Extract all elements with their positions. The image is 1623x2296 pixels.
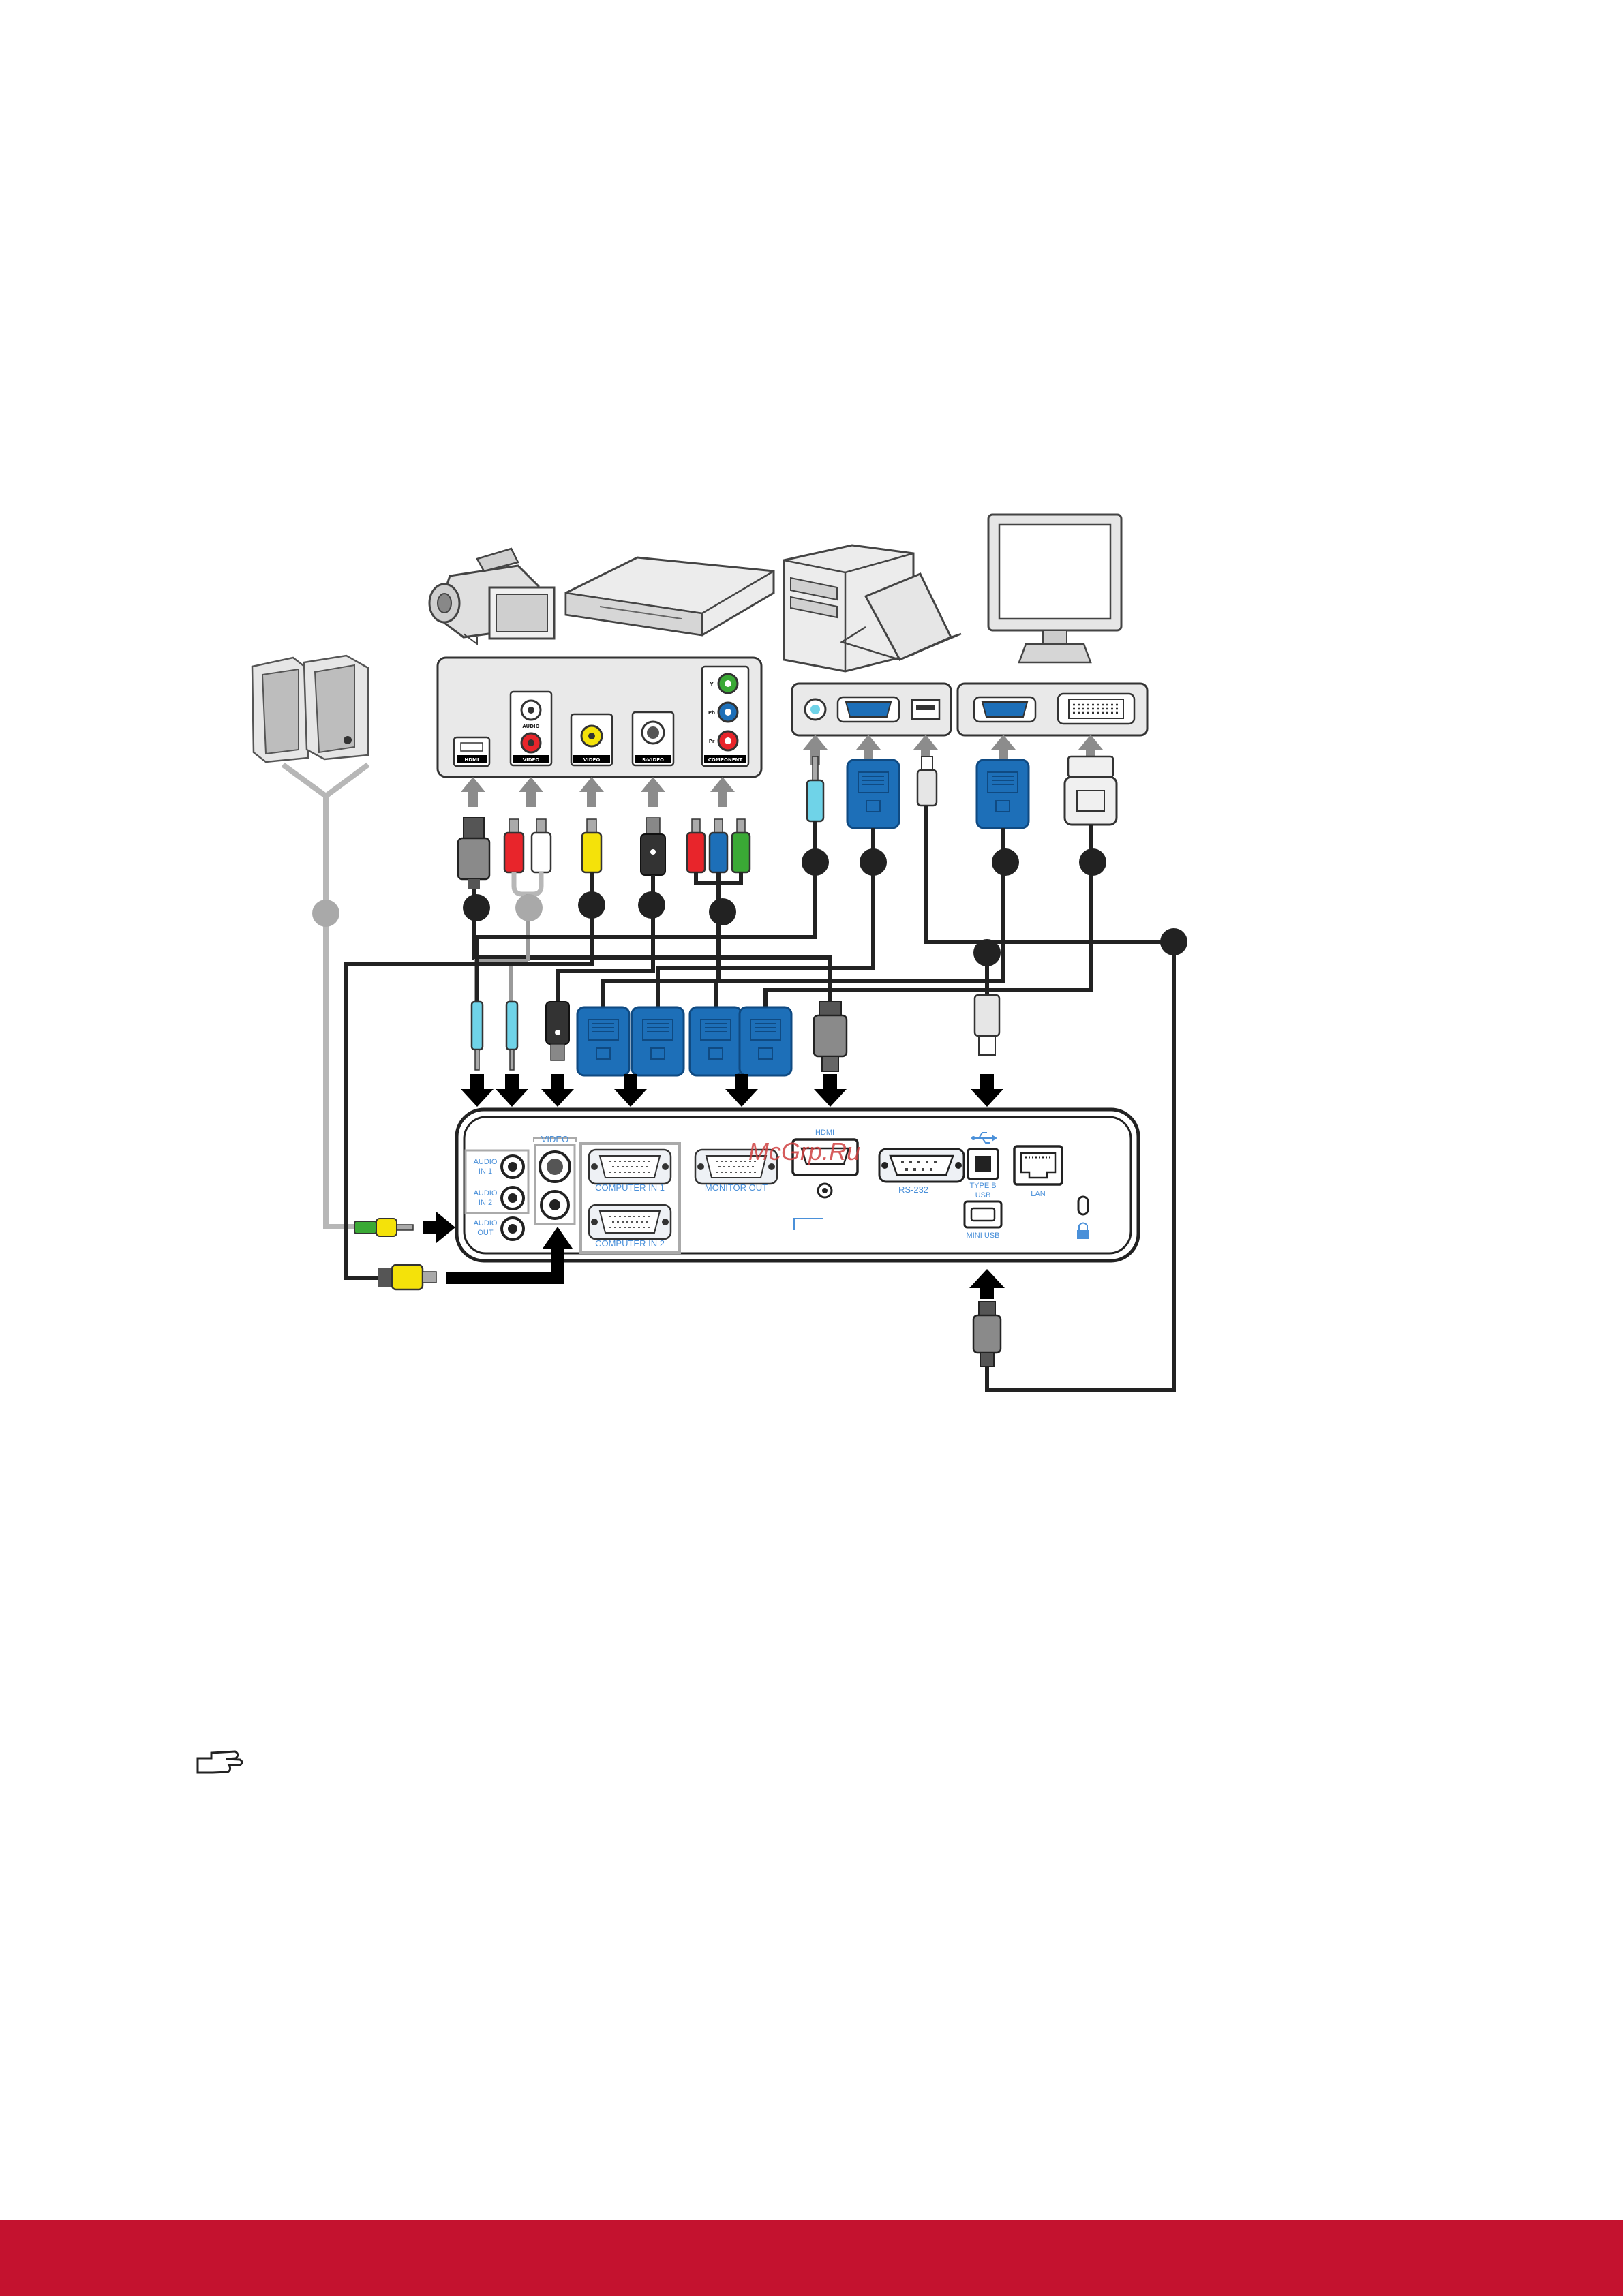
svideo-plug-top — [641, 818, 665, 875]
video-group-label: VIDEO — [541, 1134, 568, 1144]
hdmi-plug-top — [458, 818, 489, 889]
source-hdmi-label: HDMI — [464, 757, 479, 763]
source-component-label: COMPONENT — [708, 757, 743, 763]
callout-dots — [463, 848, 1187, 966]
source-audio-label: AUDIO — [522, 724, 539, 729]
component-pr-label: Pr — [709, 739, 715, 744]
vga-plug-bottom-2 — [632, 1007, 684, 1075]
audio-jack-plug-top — [807, 756, 823, 821]
monitor-port-panel — [958, 684, 1147, 735]
kensington-slot — [1078, 1197, 1088, 1214]
monitor-icon — [988, 515, 1121, 662]
source-video-label-1: VIDEO — [523, 757, 540, 763]
type-b-label-a: TYPE B — [969, 1182, 996, 1190]
computer-in-2-label: COMPUTER IN 2 — [595, 1238, 665, 1249]
mini-usb-plug — [973, 1302, 1001, 1366]
arrow-up-icon — [710, 777, 735, 807]
arrow-down-icon — [461, 1074, 494, 1107]
source-video-label-2: VIDEO — [583, 757, 601, 763]
speaker-jack-plug — [354, 1219, 413, 1236]
rs232-port — [879, 1149, 964, 1182]
vga-plug-bottom-3 — [690, 1007, 742, 1075]
note-hand-icon — [198, 1751, 242, 1773]
arrow-down-icon — [725, 1074, 758, 1107]
lan-label: LAN — [1031, 1190, 1045, 1198]
source-svideo-label: S-VIDEO — [642, 757, 664, 763]
mini-usb-port — [965, 1201, 1001, 1227]
arrow-down-icon — [971, 1074, 1003, 1107]
arrow-down-icon — [496, 1074, 528, 1107]
mini-usb-label: MINI USB — [967, 1231, 1000, 1240]
footer-bar — [0, 2220, 1623, 2296]
arrow-up-icon — [579, 777, 604, 807]
computer-in-1-label: COMPUTER IN 1 — [595, 1182, 665, 1193]
audio-in-1-label-a: AUDIO — [474, 1158, 498, 1166]
arrow-right-icon — [423, 1212, 455, 1243]
hdmi-plug-bottom — [814, 1002, 847, 1071]
pc-vga-port — [838, 697, 899, 722]
speakers-icon — [252, 656, 368, 762]
vga-plug-bottom-1 — [577, 1007, 629, 1075]
dvd-player-icon — [566, 557, 774, 635]
arrow-up-icon — [461, 777, 485, 807]
rca-yellow-plug-bottom — [378, 1265, 436, 1289]
rca-video-plug-top — [582, 819, 601, 872]
callout-dot — [312, 900, 339, 927]
mini-usb-up-arrow-icon — [969, 1269, 1005, 1299]
arrow-down-icon — [541, 1074, 574, 1107]
type-b-label-b: USB — [975, 1191, 991, 1199]
monitor-out-label: MONITOR OUT — [705, 1182, 768, 1193]
watermark-text: McGrp.Ru — [748, 1137, 860, 1165]
component-y-label: Y — [709, 682, 714, 687]
arrow-up-icon — [519, 777, 543, 807]
vga-plug-top — [847, 760, 899, 828]
audio-jack-plug-2 — [506, 1002, 517, 1070]
svideo-plug-bottom — [546, 1002, 569, 1060]
rs232-label: RS-232 — [898, 1184, 928, 1195]
camcorder-icon — [429, 549, 554, 644]
audio-in-1-label-b: IN 1 — [479, 1167, 492, 1176]
rca-audio-plugs-top — [504, 819, 551, 894]
computer-in-2-port — [589, 1205, 671, 1239]
audio-in-2-label-a: AUDIO — [474, 1189, 498, 1197]
computer-in-1-port — [589, 1150, 671, 1184]
usb-plug-top — [917, 756, 937, 806]
audio-out-label-a: AUDIO — [474, 1219, 498, 1227]
component-pb-label: Pb — [708, 710, 715, 716]
audio-jack-plug-1 — [472, 1002, 483, 1070]
lan-port — [1014, 1146, 1062, 1184]
arrow-down-icon — [814, 1074, 847, 1107]
vga-plug-monitor — [977, 760, 1029, 828]
arrow-up-icon — [641, 777, 665, 807]
pc-usb-port — [912, 700, 939, 719]
audio-out-label-b: OUT — [477, 1229, 494, 1237]
vga-plug-bottom-4 — [740, 1007, 791, 1075]
usb-typeb-plug — [975, 995, 999, 1055]
arrow-down-icon — [614, 1074, 647, 1107]
audio-in-2-label-b: IN 2 — [479, 1199, 492, 1207]
pc-port-panel — [792, 684, 951, 735]
hdmi-port-label: HDMI — [815, 1129, 834, 1137]
dvi-vga-plug — [1065, 756, 1117, 825]
av-source-panel: HDMI AUDIO VIDEO VIDEO S-VIDEO Y Pb Pr — [438, 658, 761, 777]
component-plugs-top — [687, 819, 750, 883]
